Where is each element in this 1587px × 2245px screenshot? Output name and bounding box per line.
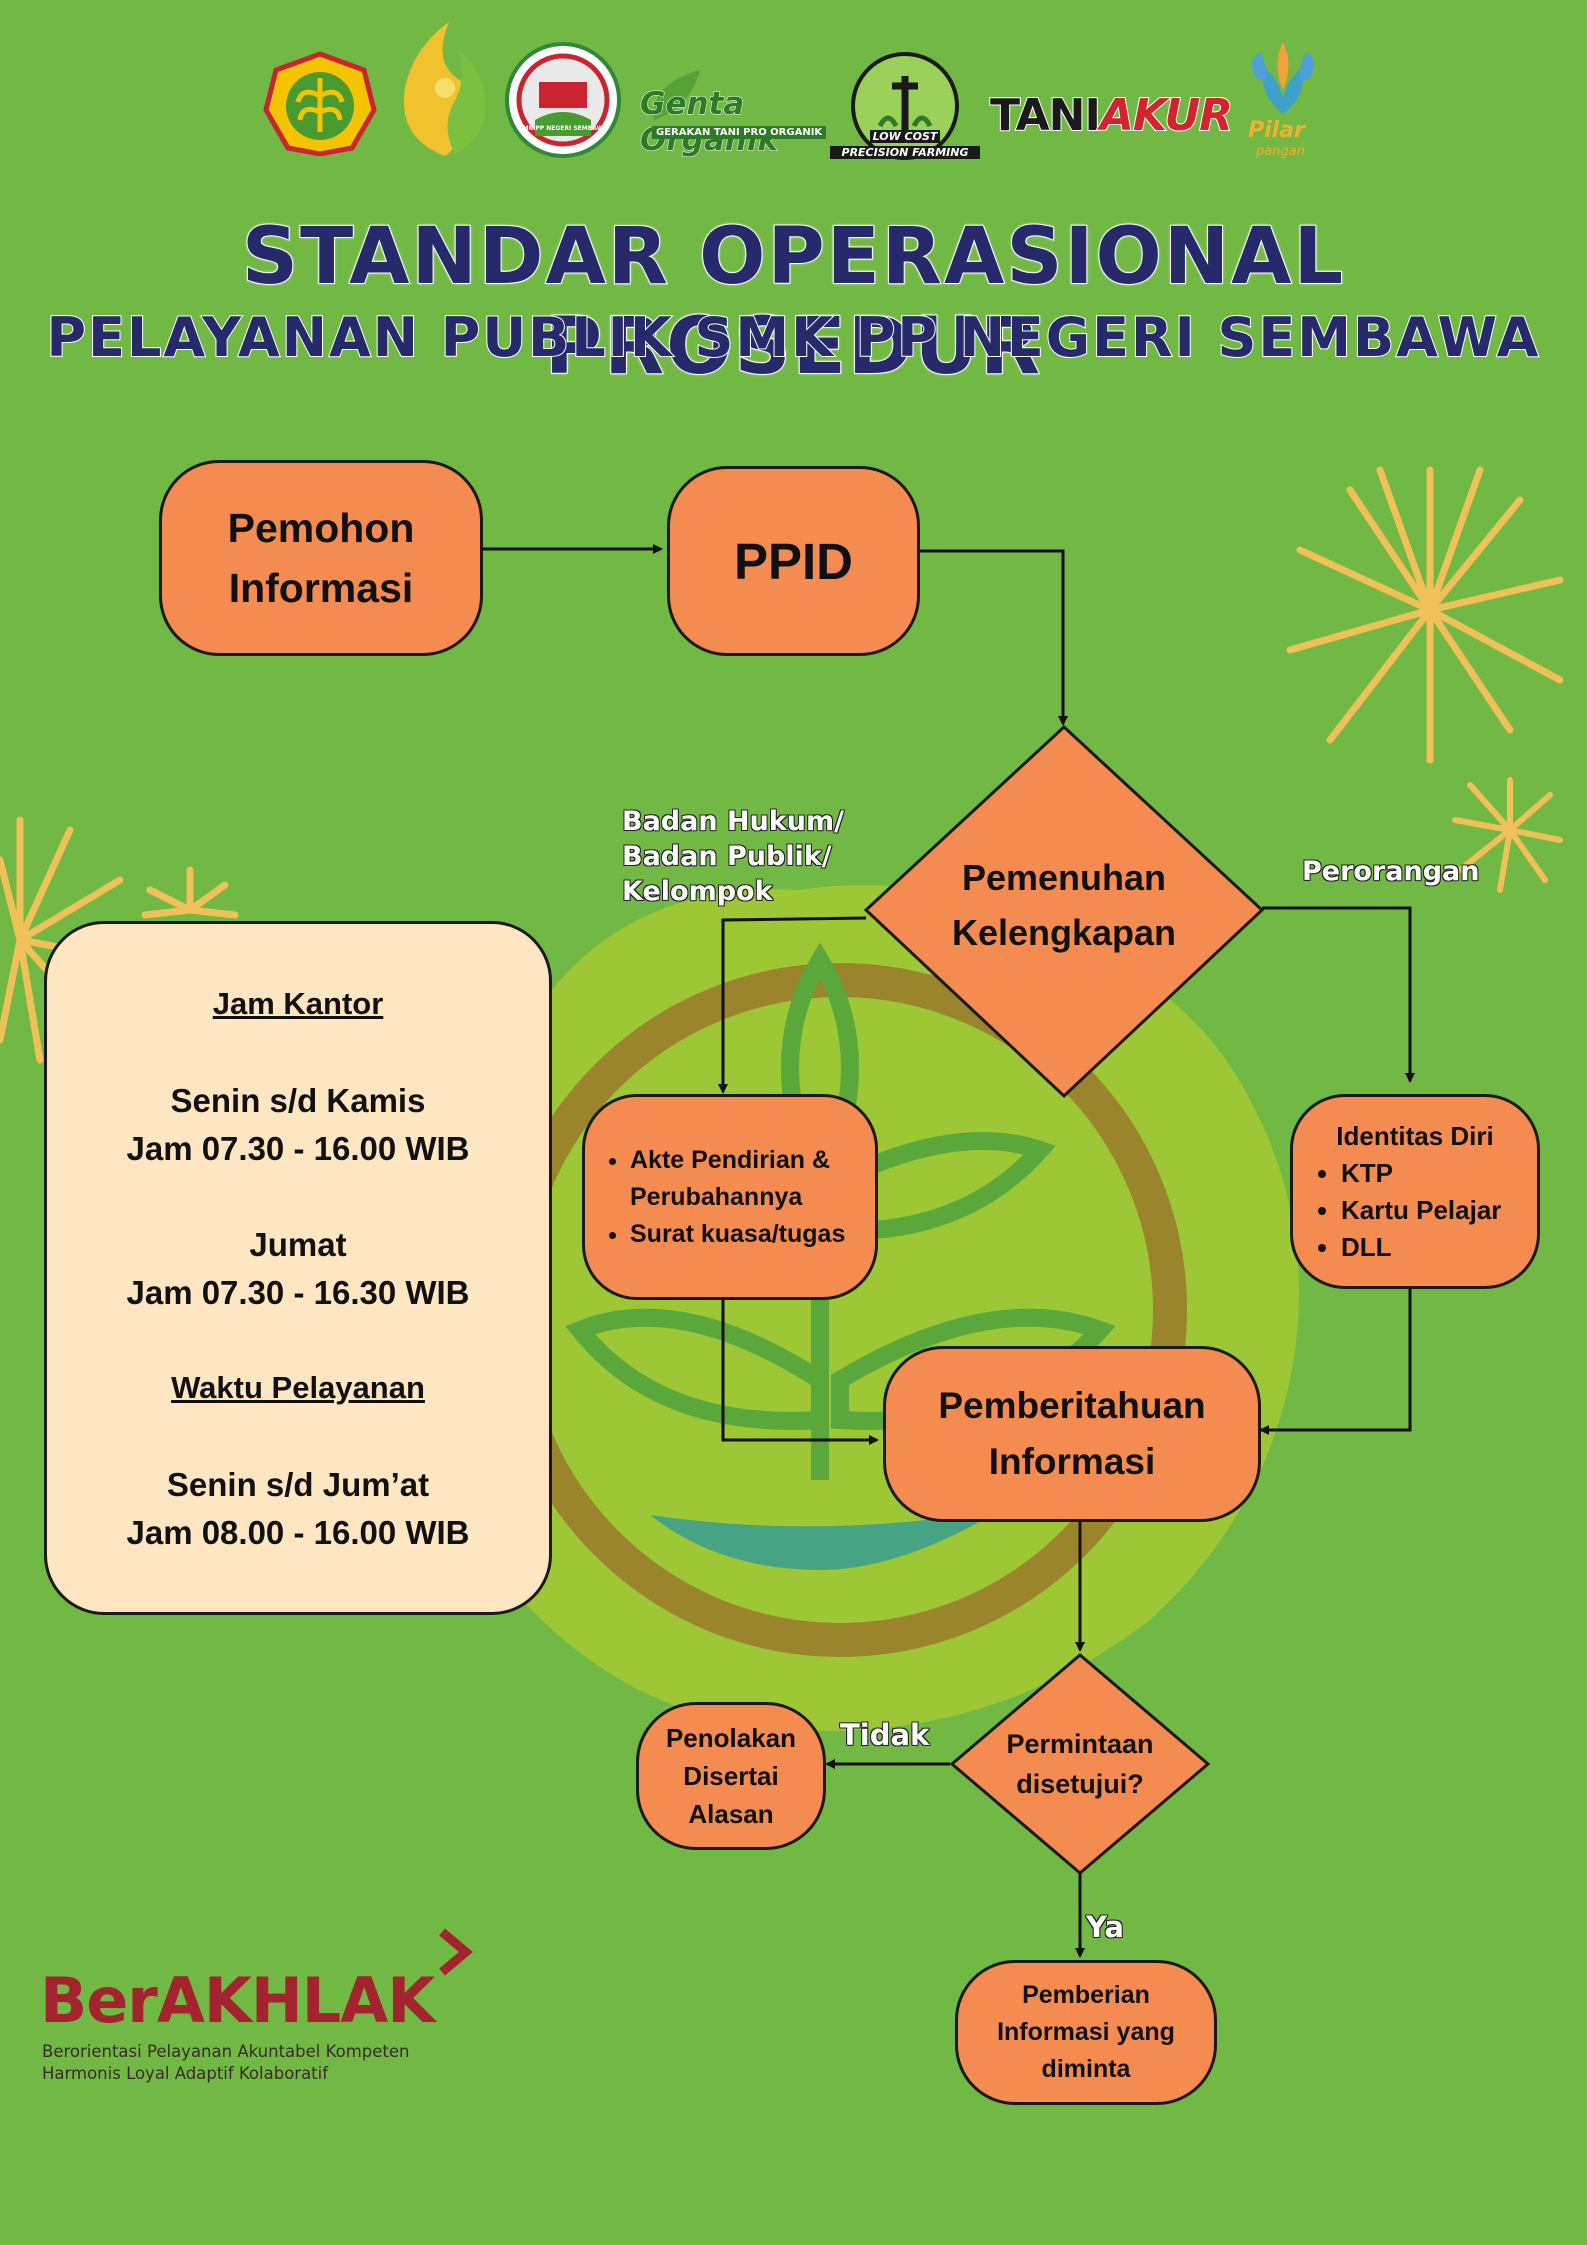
label-badan: Badan Hukum/ Badan Publik/ Kelompok bbox=[622, 804, 845, 909]
label-badan-line1: Badan Hukum/ bbox=[622, 806, 845, 838]
flower-icon bbox=[1251, 42, 1315, 114]
node-pemberian: Pemberian Informasi yang diminta bbox=[955, 1960, 1217, 2105]
jumat-time: Jam 07.30 - 16.30 WIB bbox=[126, 1274, 470, 1311]
berakhlak-line2: Harmonis Loyal Adaptif Kolaboratif bbox=[42, 2064, 329, 2083]
akte-item-1: Akte Pendirian & Perubahannya bbox=[630, 1142, 860, 1216]
penolakan-line1: Penolakan bbox=[665, 1723, 797, 1753]
decision-pemenuhan-text: Pemenuhan Kelengkapan bbox=[900, 850, 1228, 960]
identitas-item-2: Kartu Pelajar bbox=[1341, 1192, 1501, 1229]
node-akte: Akte Pendirian & Perubahannya Surat kuas… bbox=[582, 1094, 878, 1300]
smkpp-logo-text: SMK PP NEGERI SEMBAWA bbox=[518, 125, 608, 132]
waktu-pelayanan-title: Waktu Pelayanan bbox=[171, 1370, 425, 1405]
page-subtitle: PELAYANAN PUBLIK SMK PP NEGERI SEMBAWA bbox=[46, 305, 1541, 370]
page-title: STANDAR OPERASIONAL PROSEDUR bbox=[241, 211, 1346, 393]
penolakan-line2: Disertai bbox=[683, 1761, 779, 1791]
senin-jumat-label: Senin s/d Jum’at bbox=[166, 1466, 430, 1503]
jumat-label: Jumat bbox=[249, 1226, 347, 1263]
flame-logo-icon bbox=[403, 22, 486, 156]
pilar-tagline: pangan bbox=[1256, 144, 1305, 159]
pemenuhan-line1: Pemenuhan bbox=[961, 857, 1167, 898]
firework-right-small bbox=[1452, 777, 1563, 893]
identitas-item-1: KTP bbox=[1341, 1155, 1501, 1192]
pemberitahuan-line1: Pemberitahuan bbox=[938, 1385, 1206, 1426]
node-identitas: Identitas Diri KTP Kartu Pelajar DLL bbox=[1290, 1094, 1540, 1289]
low-cost-tagline: PRECISION FARMING bbox=[830, 146, 980, 159]
taniakur-part1: TANI bbox=[989, 89, 1102, 142]
arrow-pemenuhan-identitas bbox=[1262, 906, 1415, 1083]
node-ppid: PPID bbox=[667, 466, 920, 656]
senin-kamis-time: Jam 07.30 - 16.00 WIB bbox=[126, 1130, 470, 1167]
smkpp-logo-icon: SMK PP NEGERI SEMBAWA bbox=[505, 42, 621, 158]
berakhlak-logo: BerAKHLAK Berorientasi Pelayanan Akuntab… bbox=[40, 1928, 480, 2088]
leaf-icon bbox=[653, 70, 700, 120]
firework-left bbox=[0, 816, 239, 1064]
permintaan-line1: Permintaan bbox=[1006, 1729, 1154, 1759]
penolakan-line3: Alasan bbox=[688, 1799, 774, 1829]
node-pemohon-line1: Pemohon bbox=[227, 505, 415, 551]
node-pemohon-line2: Informasi bbox=[228, 565, 414, 611]
arrow-identitas-pemberitahuan bbox=[1259, 1289, 1412, 1435]
senin-kamis-label: Senin s/d Kamis bbox=[170, 1082, 426, 1119]
berakhlak-line1: Berorientasi Pelayanan Akuntabel Kompete… bbox=[42, 2042, 410, 2061]
pilar-logo: Pilar pangan bbox=[1238, 34, 1328, 164]
jam-kantor-title: Jam Kantor bbox=[212, 986, 384, 1021]
firework-right-top bbox=[1286, 466, 1564, 764]
kementan-logo-icon bbox=[263, 51, 377, 156]
identitas-item-3: DLL bbox=[1341, 1229, 1501, 1266]
arrow-akte-pemberitahuan bbox=[721, 1300, 879, 1445]
akte-list: Akte Pendirian & Perubahannya Surat kuas… bbox=[600, 1142, 860, 1253]
arrow-pemenuhan-akte bbox=[718, 916, 867, 1094]
genta-organik-tagline: GERAKAN TANI PRO ORGANIK bbox=[652, 126, 827, 139]
identitas-list: KTP Kartu Pelajar DLL bbox=[1293, 1155, 1501, 1266]
identitas-title: Identitas Diri bbox=[1336, 1120, 1494, 1151]
genta-organik-logo: Genta Organik GERAKAN TANI PRO ORGANIK bbox=[630, 60, 830, 159]
taniakur-logo: TANIAKUR bbox=[989, 88, 1235, 148]
office-hours-box: Jam Kantor Senin s/d Kamis Jam 07.30 - 1… bbox=[44, 921, 552, 1615]
low-cost-logo: LOW COST PRECISION FARMING bbox=[830, 46, 980, 164]
taniakur-part2: AKUR bbox=[1099, 89, 1234, 142]
arrow-ppid-pemenuhan bbox=[920, 549, 1068, 726]
pemenuhan-line2: Kelengkapan bbox=[951, 912, 1177, 953]
pemberitahuan-line2: Informasi bbox=[988, 1441, 1156, 1482]
akte-item-2: Surat kuasa/tugas bbox=[630, 1216, 860, 1253]
label-badan-line3: Kelompok bbox=[622, 876, 774, 908]
low-cost-text: LOW COST bbox=[870, 130, 940, 143]
pemberian-line2: Informasi yang bbox=[997, 2018, 1175, 2046]
node-pemberitahuan: Pemberitahuan Informasi bbox=[883, 1346, 1261, 1522]
chevron-right-icon bbox=[439, 1928, 474, 1976]
decision-permintaan-text: Permintaan disetujui? bbox=[968, 1724, 1192, 1804]
berakhlak-brand: BerAKHLAK bbox=[40, 1964, 435, 2037]
label-ya: Ya bbox=[1086, 1910, 1125, 1945]
pemberian-line1: Pemberian bbox=[1022, 1981, 1150, 2009]
pilar-text: Pilar bbox=[1248, 118, 1305, 143]
node-pemohon-informasi: Pemohon Informasi bbox=[159, 460, 483, 656]
label-tidak: Tidak bbox=[839, 1718, 930, 1753]
label-perorangan: Perorangan bbox=[1302, 856, 1480, 888]
label-badan-line2: Badan Publik/ bbox=[622, 841, 833, 873]
senin-jumat-time: Jam 08.00 - 16.00 WIB bbox=[126, 1514, 470, 1551]
node-penolakan: Penolakan Disertai Alasan bbox=[636, 1702, 826, 1850]
permintaan-line2: disetujui? bbox=[1016, 1769, 1144, 1799]
pemberian-line3: diminta bbox=[1041, 2055, 1131, 2083]
